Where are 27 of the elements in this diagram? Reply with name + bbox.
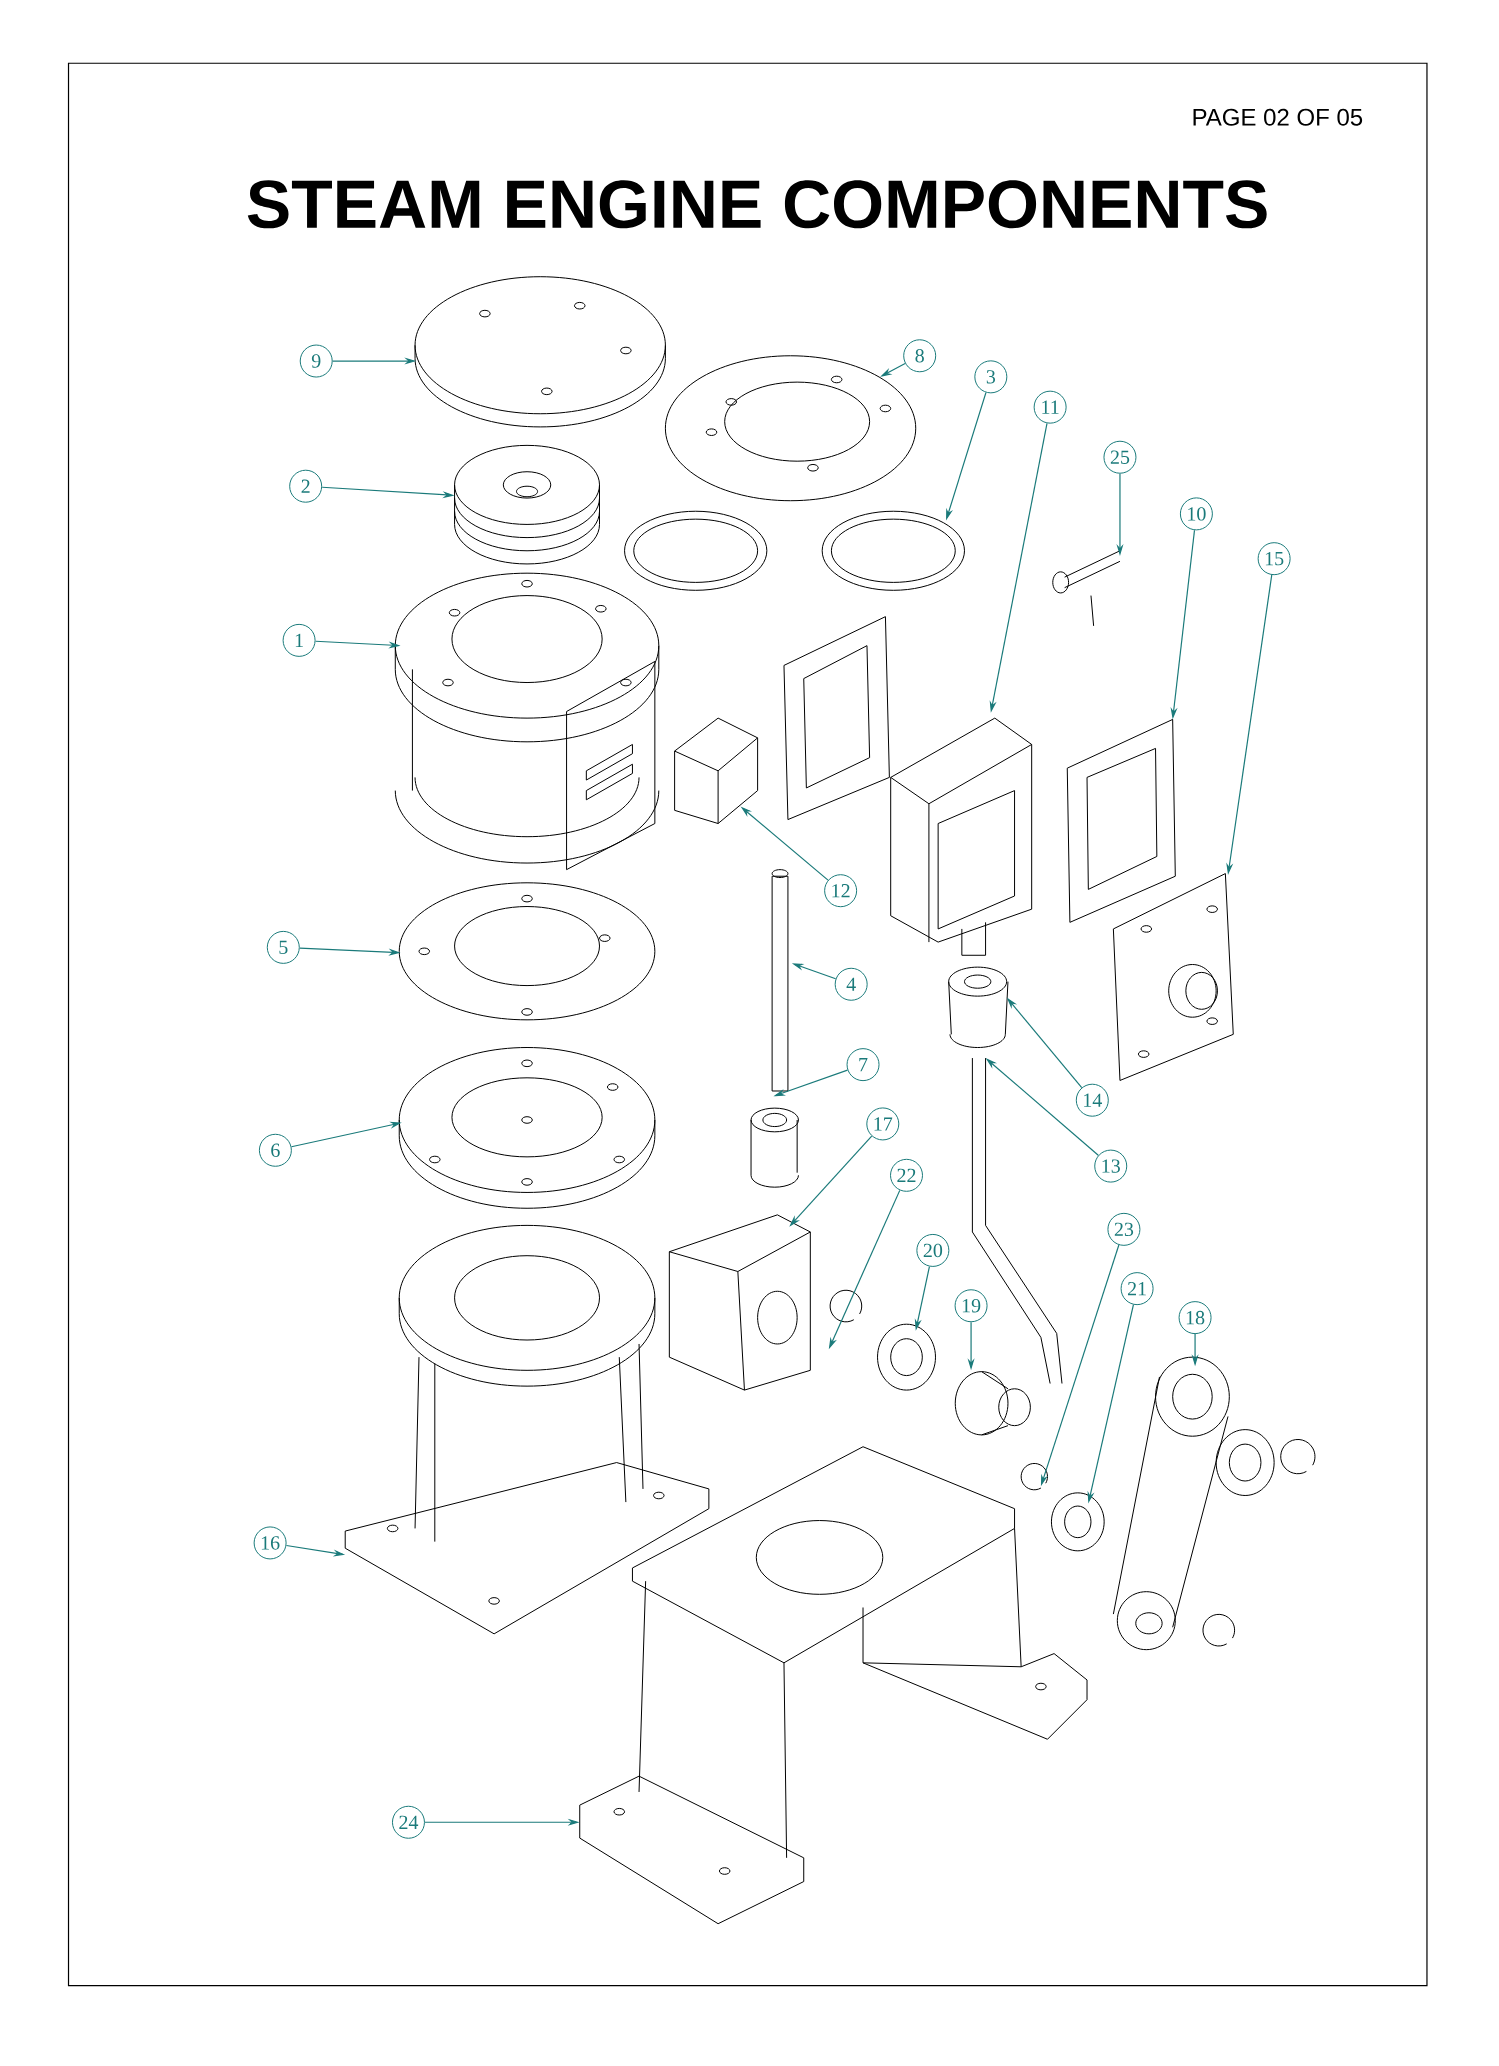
callout-number: 19 (954, 1289, 988, 1323)
title: STEAM ENGINE COMPONENTS (247, 180, 1267, 229)
callout-number: 2 (289, 469, 322, 503)
callout-number: 24 (391, 1805, 425, 1839)
callout-number: 13 (1094, 1149, 1128, 1183)
callout-number: 1 (282, 623, 316, 657)
callout-number: 14 (1075, 1083, 1109, 1117)
callout-number: 10 (1179, 497, 1213, 531)
callout-number: 17 (866, 1107, 900, 1141)
callout-number: 11 (1033, 390, 1067, 424)
callout-number: 9 (299, 344, 333, 378)
callout-number: 25 (1103, 440, 1137, 474)
callout-number: 21 (1120, 1272, 1154, 1306)
callout-number: 4 (834, 967, 868, 1001)
callout-number: 6 (258, 1133, 292, 1167)
callout-number: 22 (889, 1158, 923, 1192)
callout-number: 5 (266, 930, 300, 964)
callout-number: 20 (916, 1233, 950, 1267)
callout-number: 18 (1178, 1301, 1212, 1335)
callout-number: 12 (823, 874, 857, 908)
callout-number: 8 (903, 339, 936, 373)
callout-number: 15 (1257, 542, 1291, 576)
callout-number: 23 (1107, 1212, 1141, 1246)
callout-number: 7 (846, 1048, 880, 1082)
page-number: PAGE 02 OF 05 (1193, 108, 1362, 126)
callout-number: 3 (974, 360, 1008, 394)
callout-number: 16 (253, 1526, 287, 1560)
